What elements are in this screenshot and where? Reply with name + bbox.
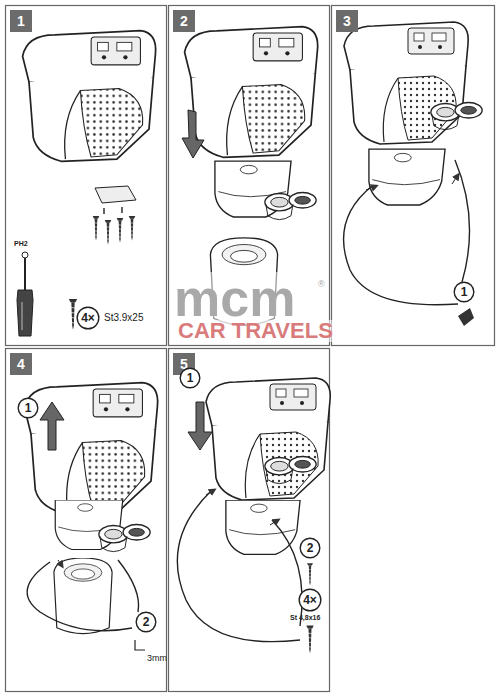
callout-number: 1 bbox=[25, 402, 32, 414]
callout-circle: 2 bbox=[299, 537, 321, 559]
callout-number: 2 bbox=[307, 542, 314, 554]
screw-spec: St3.9x25 bbox=[104, 313, 143, 323]
callout-number: 1 bbox=[187, 372, 194, 384]
callout-number: 2 bbox=[143, 616, 150, 628]
callout-number: 1 bbox=[461, 286, 468, 298]
step-badge: 2 bbox=[173, 10, 195, 32]
dimension: 3mm bbox=[147, 654, 167, 663]
callout-circle: 2 bbox=[135, 611, 157, 633]
step-number: 3 bbox=[343, 14, 351, 28]
callout-circle: 1 bbox=[453, 281, 475, 303]
callout-circle: 1 bbox=[17, 397, 39, 419]
watermark: CAR TRAVELS bbox=[176, 320, 335, 342]
callout-circle: 1 bbox=[179, 367, 201, 389]
watermark: mcm bbox=[172, 272, 297, 324]
callout-circle: 4× bbox=[76, 306, 100, 330]
watermark: ® bbox=[318, 280, 325, 289]
step-badge: 1 bbox=[10, 10, 32, 32]
callout-number: 4× bbox=[81, 312, 95, 324]
callout-circle: 4× bbox=[298, 588, 322, 612]
step-number: 1 bbox=[17, 14, 25, 28]
step-number: 2 bbox=[180, 14, 188, 28]
step-badge: 3 bbox=[336, 10, 358, 32]
screw-spec: St 4,8x16 bbox=[290, 614, 320, 621]
step-number: 4 bbox=[17, 357, 25, 371]
callout-number: 4× bbox=[303, 594, 317, 606]
bit-size: PH2 bbox=[14, 240, 28, 247]
step-badge: 4 bbox=[10, 353, 32, 375]
